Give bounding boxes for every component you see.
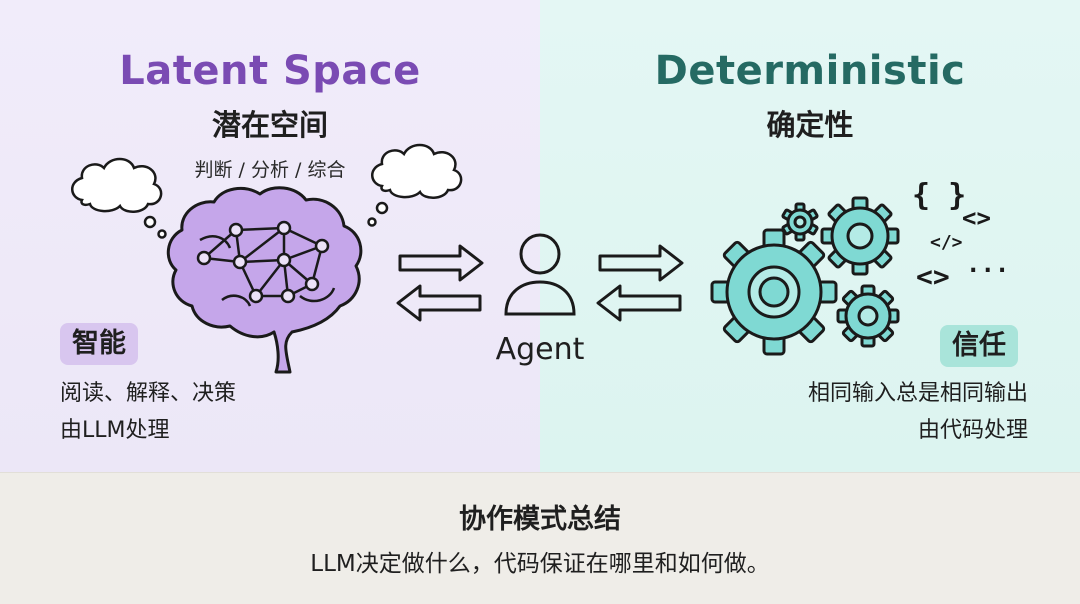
latent-space-title: Latent Space <box>119 48 421 94</box>
deterministic-panel <box>540 0 1080 472</box>
deterministic-cn-title: 确定性 <box>766 108 854 142</box>
deterministic-desc-line-2: 由代码处理 <box>917 418 1028 443</box>
summary-footer <box>0 472 1080 604</box>
deterministic-title: Deterministic <box>654 48 966 94</box>
latent-space-cn-title: 潜在空间 <box>211 108 328 142</box>
brain-icon <box>166 186 363 374</box>
arrow-left-icon-2 <box>596 284 682 322</box>
trust-badge: 信任 <box>940 325 1018 367</box>
thought-cloud-left-icon <box>71 157 167 239</box>
agent-label: Agent <box>495 332 585 367</box>
curly-braces-icon: { } <box>912 178 967 213</box>
gears-icon <box>710 196 900 356</box>
thought-cloud-right-icon <box>367 143 463 227</box>
close-tag-icon: </> <box>930 232 963 253</box>
angle-brackets-icon: <> <box>962 204 991 232</box>
ellipsis-icon: ... <box>966 250 1010 278</box>
latent-desc-line-1: 阅读、解释、决策 <box>60 381 237 406</box>
angle-brackets-icon-2: <> <box>916 260 950 293</box>
deterministic-description: 相同输入总是相同输出 由代码处理 <box>808 375 1028 449</box>
agent-person-icon <box>504 233 576 316</box>
deterministic-desc-line-1: 相同输入总是相同输出 <box>807 381 1028 406</box>
arrow-right-icon-2 <box>598 244 684 282</box>
intelligence-badge: 智能 <box>60 323 138 365</box>
latent-desc-line-2: 由LLM处理 <box>60 418 170 443</box>
latent-space-description: 阅读、解释、决策 由LLM处理 <box>60 375 236 449</box>
arrow-left-icon <box>396 284 482 322</box>
thought-label: 判断 / 分析 / 综合 <box>194 159 346 181</box>
summary-title: 协作模式总结 <box>459 504 621 535</box>
summary-subtitle: LLM决定做什么，代码保证在哪里和如何做。 <box>310 551 770 577</box>
arrow-right-icon <box>398 244 484 282</box>
diagram-illustration <box>71 143 900 374</box>
